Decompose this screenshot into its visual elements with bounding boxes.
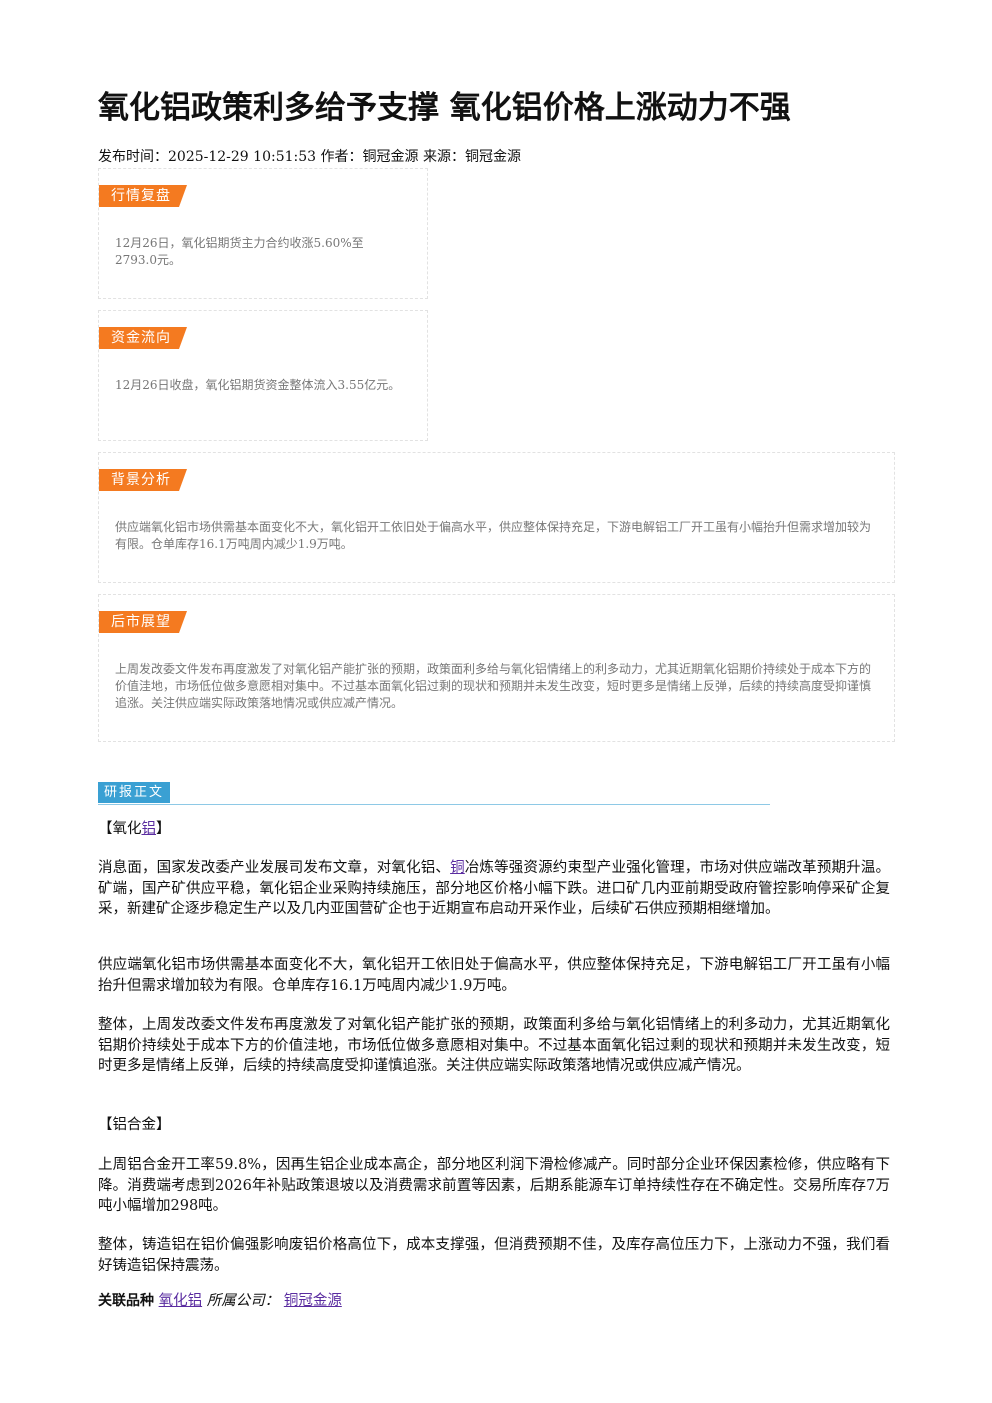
fund-flow-box: 资金流向 12月26日收盘，氧化铝期货资金整体流入3.55亿元。 <box>98 310 428 441</box>
box-tag: 资金流向 <box>99 327 187 349</box>
paragraph-3: 整体，上周发改委文件发布再度激发了对氧化铝产能扩张的预期，政策面利多给与氧化铝情… <box>98 1017 890 1074</box>
paragraph-1: 消息面，国家发改委产业发展司发布文章，对氧化铝、铜冶炼等强资源约束型产业强化管理… <box>98 858 890 920</box>
box-tag: 行情复盘 <box>99 185 187 207</box>
box-text: 上周发改委文件发布再度激发了对氧化铝产能扩张的预期，政策面利多给与氧化铝情绪上的… <box>115 662 872 710</box>
paragraph-5: 整体，铸造铝在铝价偏强影响废铝价格高位下，成本支撑强，但消费预期不佳，及库存高位… <box>98 1237 890 1274</box>
box-text: 12月26日，氧化铝期货主力合约收涨5.60%至2793.0元。 <box>115 236 364 267</box>
market-review-box: 行情复盘 12月26日，氧化铝期货主力合约收涨5.60%至2793.0元。 <box>98 168 428 299</box>
paragraph-text: 消息面，国家发改委产业发展司发布文章，对氧化铝、 <box>98 860 451 876</box>
variety-link[interactable]: 氧化铝 <box>158 1293 203 1309</box>
company-link[interactable]: 铜冠金源 <box>283 1293 342 1309</box>
aluminum-link[interactable]: 铝 <box>141 821 157 837</box>
paragraph-2: 供应端氧化铝市场供需基本面变化不大，氧化铝开工依旧处于偏高水平，供应整体保持充足… <box>98 957 890 994</box>
article-meta: 发布时间：2025-12-29 10:51:53 作者：铜冠金源 来源：铜冠金源 <box>98 149 521 165</box>
heading-aluminum-alloy: 【铝合金】 <box>98 1117 171 1133</box>
section-tag: 研报正文 <box>98 782 171 803</box>
heading-alumina: 【氧化铝】 <box>98 819 890 840</box>
paragraph-text: 冶炼等强资源约束型产业强化管理，市场对供应端改革预期升温。矿端，国产矿供应平稳，… <box>98 860 891 917</box>
page-title: 氧化铝政策利多给予支撑 氧化铝价格上涨动力不强 <box>98 90 791 126</box>
box-tag: 后市展望 <box>99 611 187 633</box>
copper-link[interactable]: 铜 <box>450 860 465 876</box>
outlook-box: 后市展望 上周发改委文件发布再度激发了对氧化铝产能扩张的预期，政策面利多给与氧化… <box>98 594 895 742</box>
background-analysis-box: 背景分析 供应端氧化铝市场供需基本面变化不大，氧化铝开工依旧处于偏高水平，供应整… <box>98 452 895 583</box>
box-tag: 背景分析 <box>99 469 187 491</box>
related-footer: 关联品种 氧化铝 所属公司： 铜冠金源 <box>98 1290 342 1312</box>
box-text: 供应端氧化铝市场供需基本面变化不大，氧化铝开工依旧处于偏高水平，供应整体保持充足… <box>115 520 872 551</box>
report-section-header: 研报正文 <box>98 782 770 805</box>
box-text: 12月26日收盘，氧化铝期货资金整体流入3.55亿元。 <box>115 378 401 392</box>
company-label: 所属公司： <box>206 1293 280 1309</box>
related-label: 关联品种 <box>98 1293 154 1309</box>
heading-suffix: 】 <box>156 821 171 837</box>
heading-prefix: 【氧化 <box>98 821 142 837</box>
paragraph-4: 上周铝合金开工率59.8%，因再生铝企业成本高企，部分地区利润下滑检修减产。同时… <box>98 1157 890 1214</box>
